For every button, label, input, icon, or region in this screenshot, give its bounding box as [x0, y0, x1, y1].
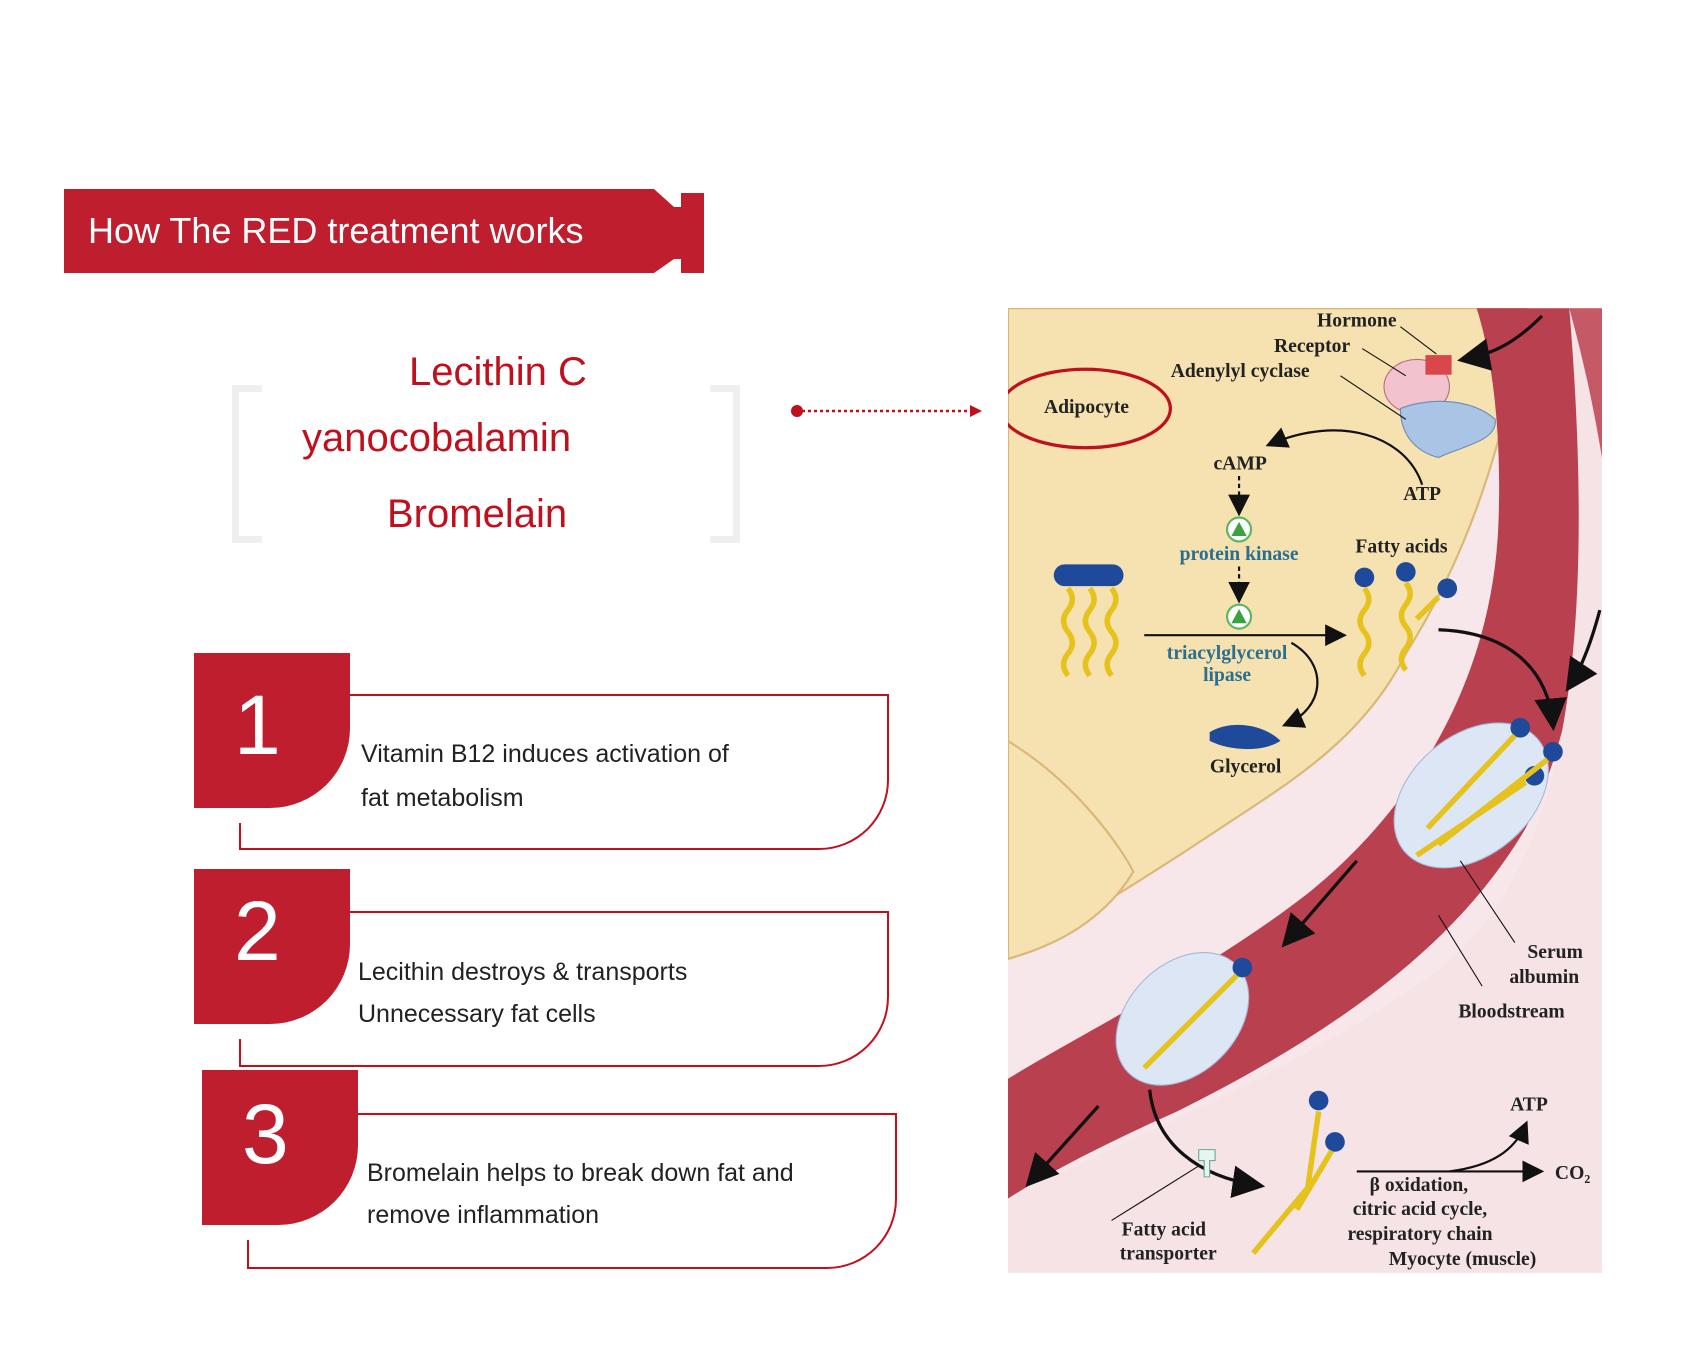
- label-adipocyte: Adipocyte: [1044, 397, 1129, 418]
- label-glycerol: Glycerol: [1210, 757, 1282, 778]
- serum-albumin: [1393, 722, 1549, 869]
- step-2-number-badge: 2: [194, 869, 350, 1024]
- ingredient-bromelain: Bromelain: [387, 492, 568, 536]
- label-atp-top: ATP: [1403, 484, 1441, 505]
- label-bloodstream: Bloodstream: [1458, 1002, 1564, 1023]
- label-respiratory-chain: respiratory chain: [1347, 1224, 1492, 1245]
- label-myocyte: Myocyte (muscle): [1389, 1249, 1537, 1270]
- step-1-number-badge: 1: [194, 653, 350, 808]
- label-co2: CO₂: [1555, 1163, 1590, 1184]
- right-bracket: [710, 385, 740, 543]
- label-beta-oxidation: β oxidation,: [1370, 1175, 1469, 1196]
- step-2-line-2: Unnecessary fat cells: [358, 1000, 596, 1028]
- step-1-line-2: fat metabolism: [361, 784, 524, 812]
- step-1-text: Vitamin B12 induces activation of fat me…: [361, 732, 729, 820]
- step-3-frame: [357, 1113, 897, 1269]
- step-2-text: Lecithin destroys & transports Unnecessa…: [358, 951, 687, 1035]
- title-banner: How The RED treatment works: [64, 189, 704, 273]
- step-3-line-2: remove inflammation: [367, 1201, 600, 1229]
- step-3-number-badge: 3: [202, 1070, 358, 1225]
- myocyte-cell: [1008, 308, 1602, 1273]
- fat-metabolism-diagram: Hormone Receptor Adenylyl cyclase Adipoc…: [1008, 308, 1602, 1273]
- left-bracket: [232, 385, 262, 543]
- banner-shape: [64, 189, 704, 273]
- label-protein-kinase: protein kinase: [1180, 544, 1299, 565]
- step-2-frame: [349, 911, 889, 1067]
- step-3-number: 3: [242, 1087, 289, 1181]
- label-adenylyl-cyclase: Adenylyl cyclase: [1171, 361, 1310, 382]
- label-transporter: transporter: [1120, 1244, 1217, 1265]
- label-triacylglycerol: triacylglycerol: [1167, 643, 1288, 664]
- ingredient-cyanocobalamin: yanocobalamin: [302, 416, 572, 460]
- label-fatty-acid: Fatty acid: [1122, 1220, 1207, 1241]
- step-1-line-1: Vitamin B12 induces activation of: [361, 740, 729, 768]
- step-3-text: Bromelain helps to break down fat and re…: [367, 1152, 794, 1236]
- step-2-line-1: Lecithin destroys & transports: [358, 958, 688, 986]
- step-2-number: 2: [234, 884, 281, 978]
- label-camp: cAMP: [1213, 454, 1266, 475]
- label-receptor: Receptor: [1274, 336, 1351, 357]
- dotted-arrow-icon: [791, 405, 982, 417]
- label-hormone: Hormone: [1317, 311, 1397, 332]
- step-1-number: 1: [234, 678, 281, 772]
- page-title: How The RED treatment works: [88, 210, 584, 251]
- label-serum: Serum: [1527, 942, 1583, 963]
- label-citric-acid-cycle: citric acid cycle,: [1353, 1199, 1488, 1220]
- label-atp-bottom: ATP: [1510, 1094, 1548, 1115]
- ingredient-lecithin: Lecithin C: [409, 350, 587, 394]
- step-3-line-1: Bromelain helps to break down fat and: [367, 1159, 794, 1187]
- adipocyte-highlight-ellipse: [1008, 367, 1173, 450]
- step-1-frame: [349, 694, 889, 850]
- label-albumin: albumin: [1509, 967, 1579, 988]
- label-fatty-acids: Fatty acids: [1355, 536, 1447, 557]
- label-lipase: lipase: [1203, 665, 1251, 686]
